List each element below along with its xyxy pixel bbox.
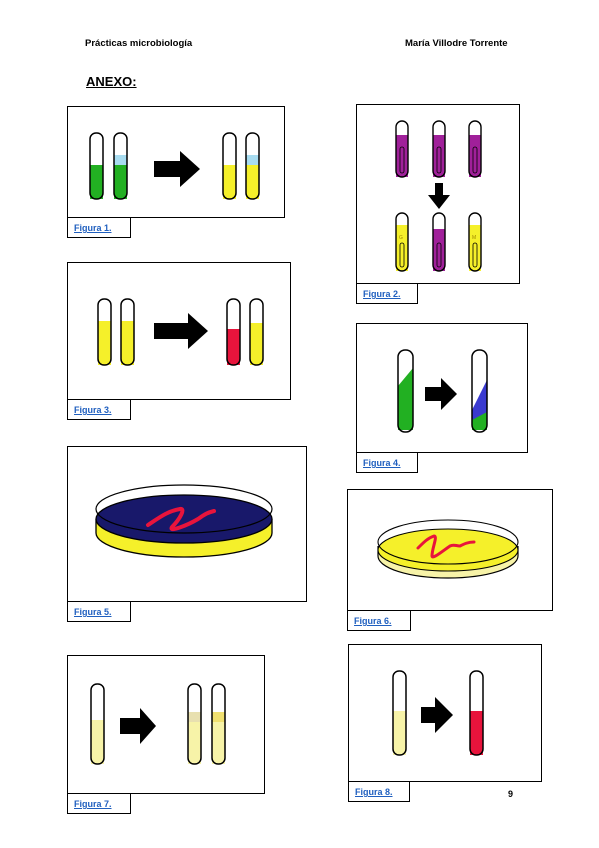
figure-6-caption[interactable]: Figura 6. [347,611,411,631]
tube-yellow-2 [120,298,135,366]
figure-2: G M [356,104,520,284]
tube-blue-slant [471,349,488,433]
figure-7-caption[interactable]: Figura 7. [67,794,131,814]
arrow-icon [154,313,208,349]
arrow-icon [421,697,453,733]
figure-8 [348,644,542,782]
figure-2-caption[interactable]: Figura 2. [356,284,418,304]
tube-pale-2 [187,683,202,765]
figure-2-illustration: G M [395,120,482,272]
down-arrow-icon [428,183,450,209]
figure-4-caption[interactable]: Figura 4. [356,453,418,473]
tube-green-1 [89,132,104,200]
figure-5-illustration [95,484,273,558]
tube-green-slant [397,349,414,433]
tube-pale [392,670,407,756]
tube-red [469,670,484,756]
figure-8-illustration [392,670,484,756]
tube-label-m: M [472,235,476,241]
tube-yellow-1 [222,132,237,200]
tube-yellow-2 [245,132,260,200]
figure-4-illustration [397,349,488,433]
tube-green-2 [113,132,128,200]
arrow-icon [120,708,156,744]
figure-7-illustration [90,683,226,765]
figure-3-caption[interactable]: Figura 3. [67,400,131,420]
tube-label-g: G [399,235,403,241]
tube-pale-1 [90,683,105,765]
figure-3 [67,262,291,400]
figure-4 [356,323,528,453]
petri-dish [377,519,519,579]
tube-yellow-3 [249,298,264,366]
tube-yellow-g: G [395,212,409,272]
figure-6-illustration [377,519,519,579]
figure-5-caption[interactable]: Figura 5. [67,602,131,622]
tube-purple-3 [468,120,482,178]
figure-1-caption[interactable]: Figura 1. [67,218,131,238]
figure-5 [67,446,307,602]
tube-purple-2 [432,120,446,178]
figure-7 [67,655,265,794]
figure-6 [347,489,553,611]
figure-3-illustration [97,298,264,366]
arrow-icon [425,378,457,410]
petri-dish [95,484,273,558]
page-number: 9 [508,789,514,799]
tube-purple-1 [395,120,409,178]
figure-1-illustration [89,132,260,200]
bacterial-streak [416,534,476,559]
tube-yellow-m: M [468,212,482,272]
header-left: Prácticas microbiología [85,38,193,49]
header-right: María Villodre Torrente [405,38,508,49]
figure-1 [67,106,285,218]
tube-red [226,298,241,366]
arrow-icon [154,151,200,187]
figure-8-caption[interactable]: Figura 8. [348,782,410,802]
bacterial-streak [146,507,216,532]
tube-pale-3 [211,683,226,765]
section-title: ANEXO: [86,74,137,89]
tube-purple-mid [432,212,446,272]
tube-yellow-1 [97,298,112,366]
